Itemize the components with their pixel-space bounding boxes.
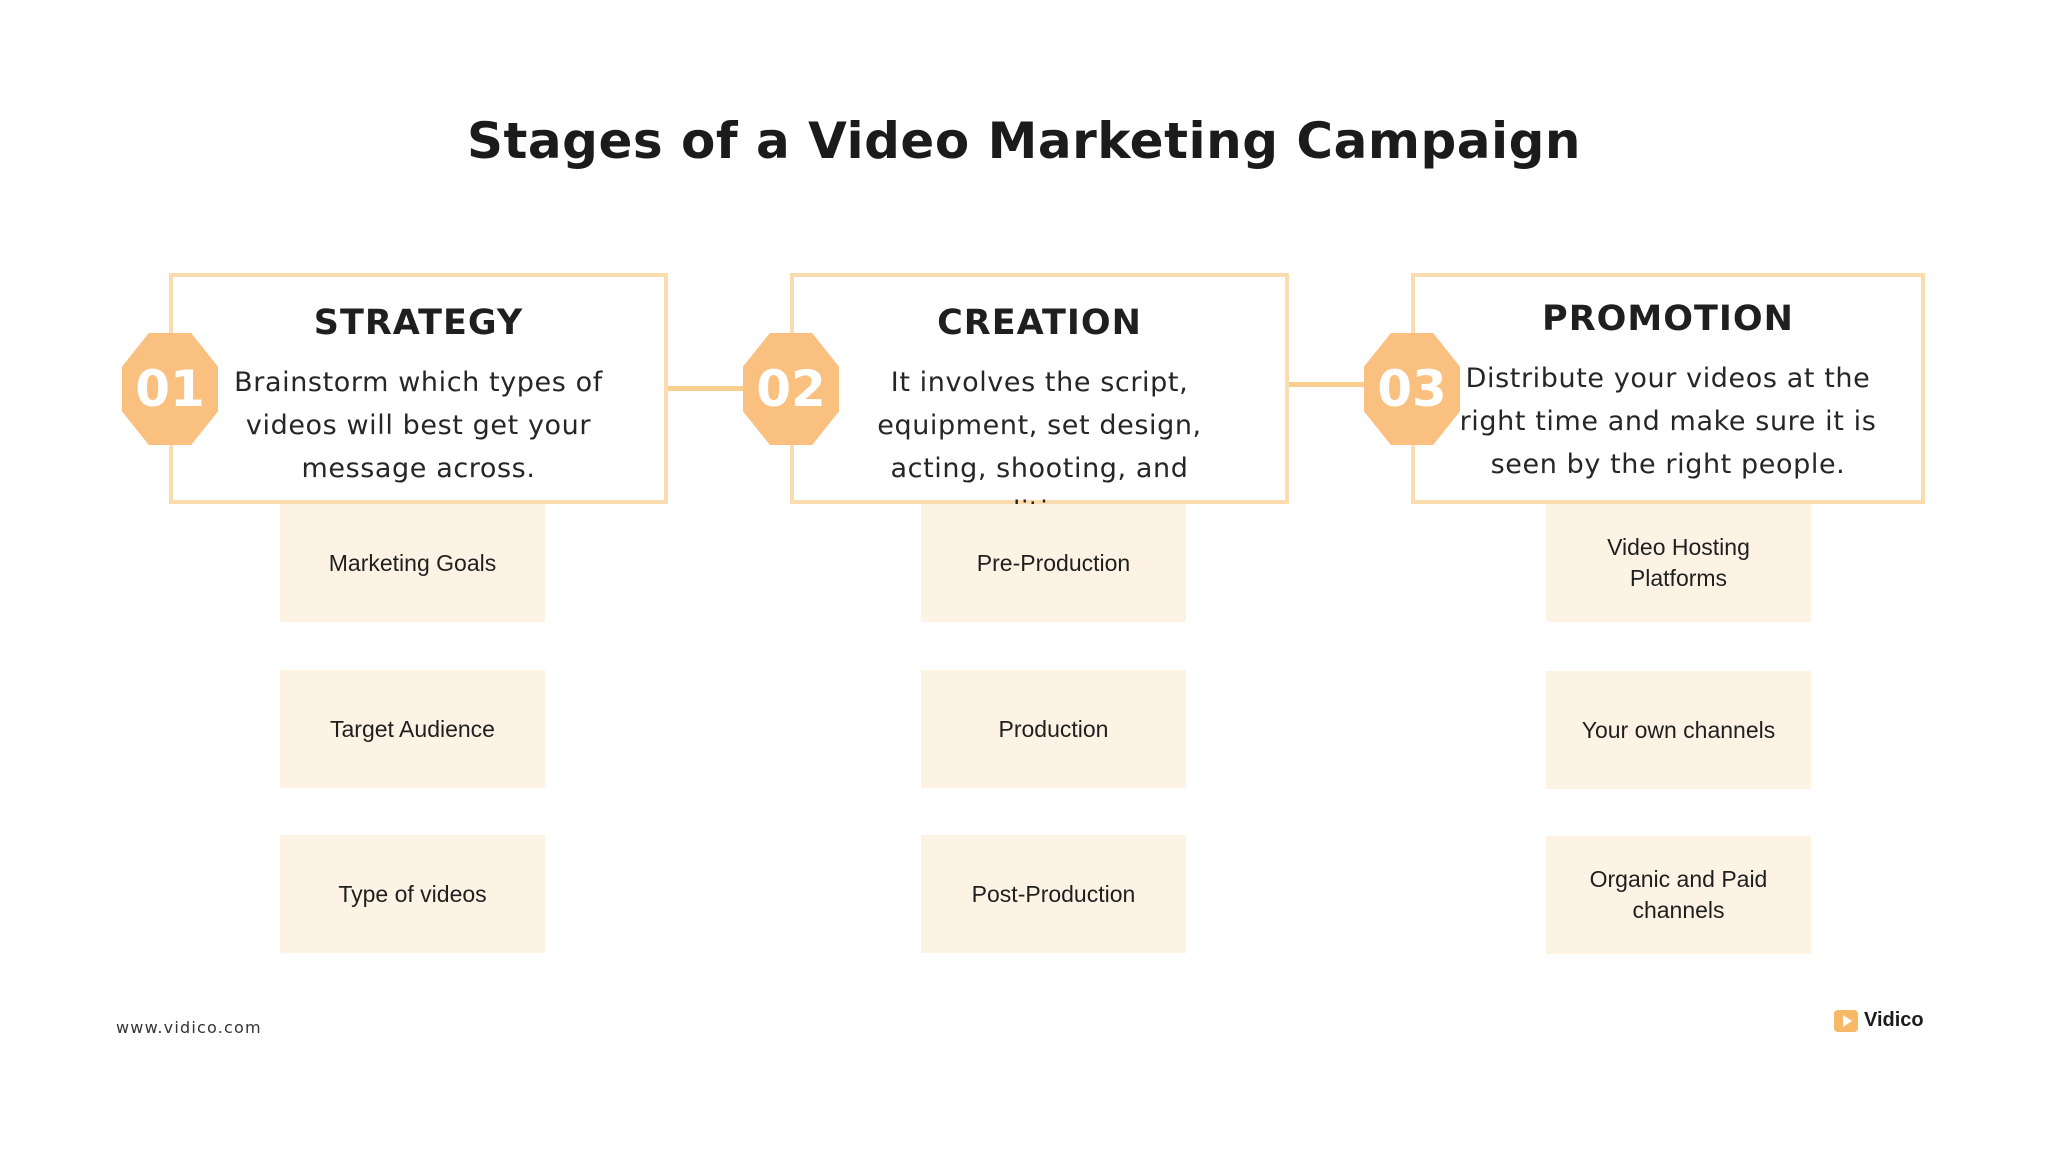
creation-item-post-production: Post-Production <box>921 835 1186 953</box>
brand-name: Vidico <box>1864 1009 1924 1031</box>
stage-number-badge-02: 02 <box>743 333 839 445</box>
stage-number-badge-03: 03 <box>1364 333 1460 445</box>
stage-promotion-title: PROMOTION <box>1542 299 1794 339</box>
stage-strategy-description: Brainstorm which types of videos will be… <box>234 367 603 484</box>
stage-number-badge-01: 01 <box>122 333 218 445</box>
brand-logo: Vidico <box>1834 1009 1924 1032</box>
stage-strategy-title: STRATEGY <box>313 303 524 343</box>
stage-creation-description: It involves the script, equipment, set d… <box>877 367 1202 527</box>
creation-item-production: Production <box>921 670 1186 788</box>
promotion-item-own-channels: Your own channels <box>1546 671 1811 789</box>
stage-creation-box: CREATION It involves the script, equipme… <box>790 273 1289 527</box>
stage-strategy-box: STRATEGY Brainstorm which types of video… <box>169 273 668 504</box>
stage-promotion-box: PROMOTION Distribute your videos at the … <box>1411 273 1925 504</box>
diagram-title: Stages of a Video Marketing Campaign <box>467 112 1581 170</box>
play-icon <box>1834 1009 1858 1032</box>
promotion-item-organic-paid: Organic and Paid channels <box>1546 836 1811 954</box>
creation-item-pre-production: Pre-Production <box>921 504 1186 622</box>
promotion-item-video-hosting: Video Hosting Platforms <box>1546 504 1811 622</box>
stage-creation-title: CREATION <box>937 303 1142 343</box>
strategy-item-marketing-goals: Marketing Goals <box>280 504 545 622</box>
footer-url: www.vidico.com <box>116 1018 262 1037</box>
connector-2-3 <box>1287 382 1372 387</box>
connector-1-2 <box>666 386 746 391</box>
strategy-item-target-audience: Target Audience <box>280 670 545 788</box>
stage-promotion-description: Distribute your videos at the right time… <box>1459 363 1877 480</box>
strategy-item-type-of-videos: Type of videos <box>280 835 545 953</box>
